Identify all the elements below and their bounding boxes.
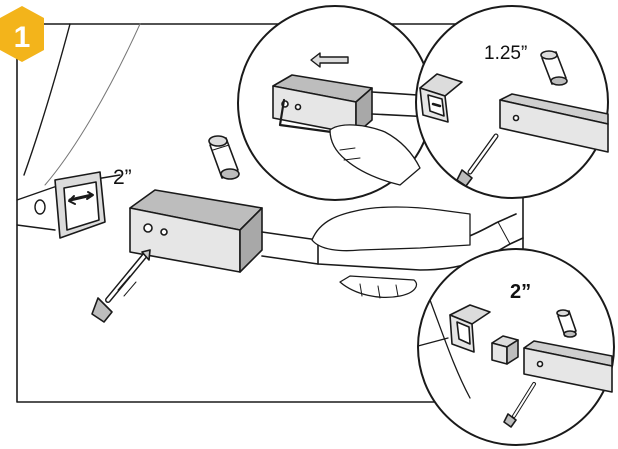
vehicle-receiver-hitch <box>54 171 106 239</box>
lock-cylinder-main <box>208 135 240 180</box>
inset-circle-125 <box>415 5 609 199</box>
direction-arrow-icon <box>310 52 349 68</box>
size-label-main: 2” <box>113 166 132 189</box>
hitch-pin-main <box>91 249 151 323</box>
hitch-adapter-main <box>129 189 263 273</box>
size-label-inset-bottom: 2” <box>510 281 532 303</box>
size-label-inset-top: 1.25” <box>484 43 528 64</box>
hand-holding-arm <box>311 206 471 299</box>
inset-circle-slide <box>237 5 433 201</box>
step-badge <box>0 6 44 62</box>
inset-circle-2 <box>417 248 615 446</box>
step-number: 1 <box>13 21 31 54</box>
